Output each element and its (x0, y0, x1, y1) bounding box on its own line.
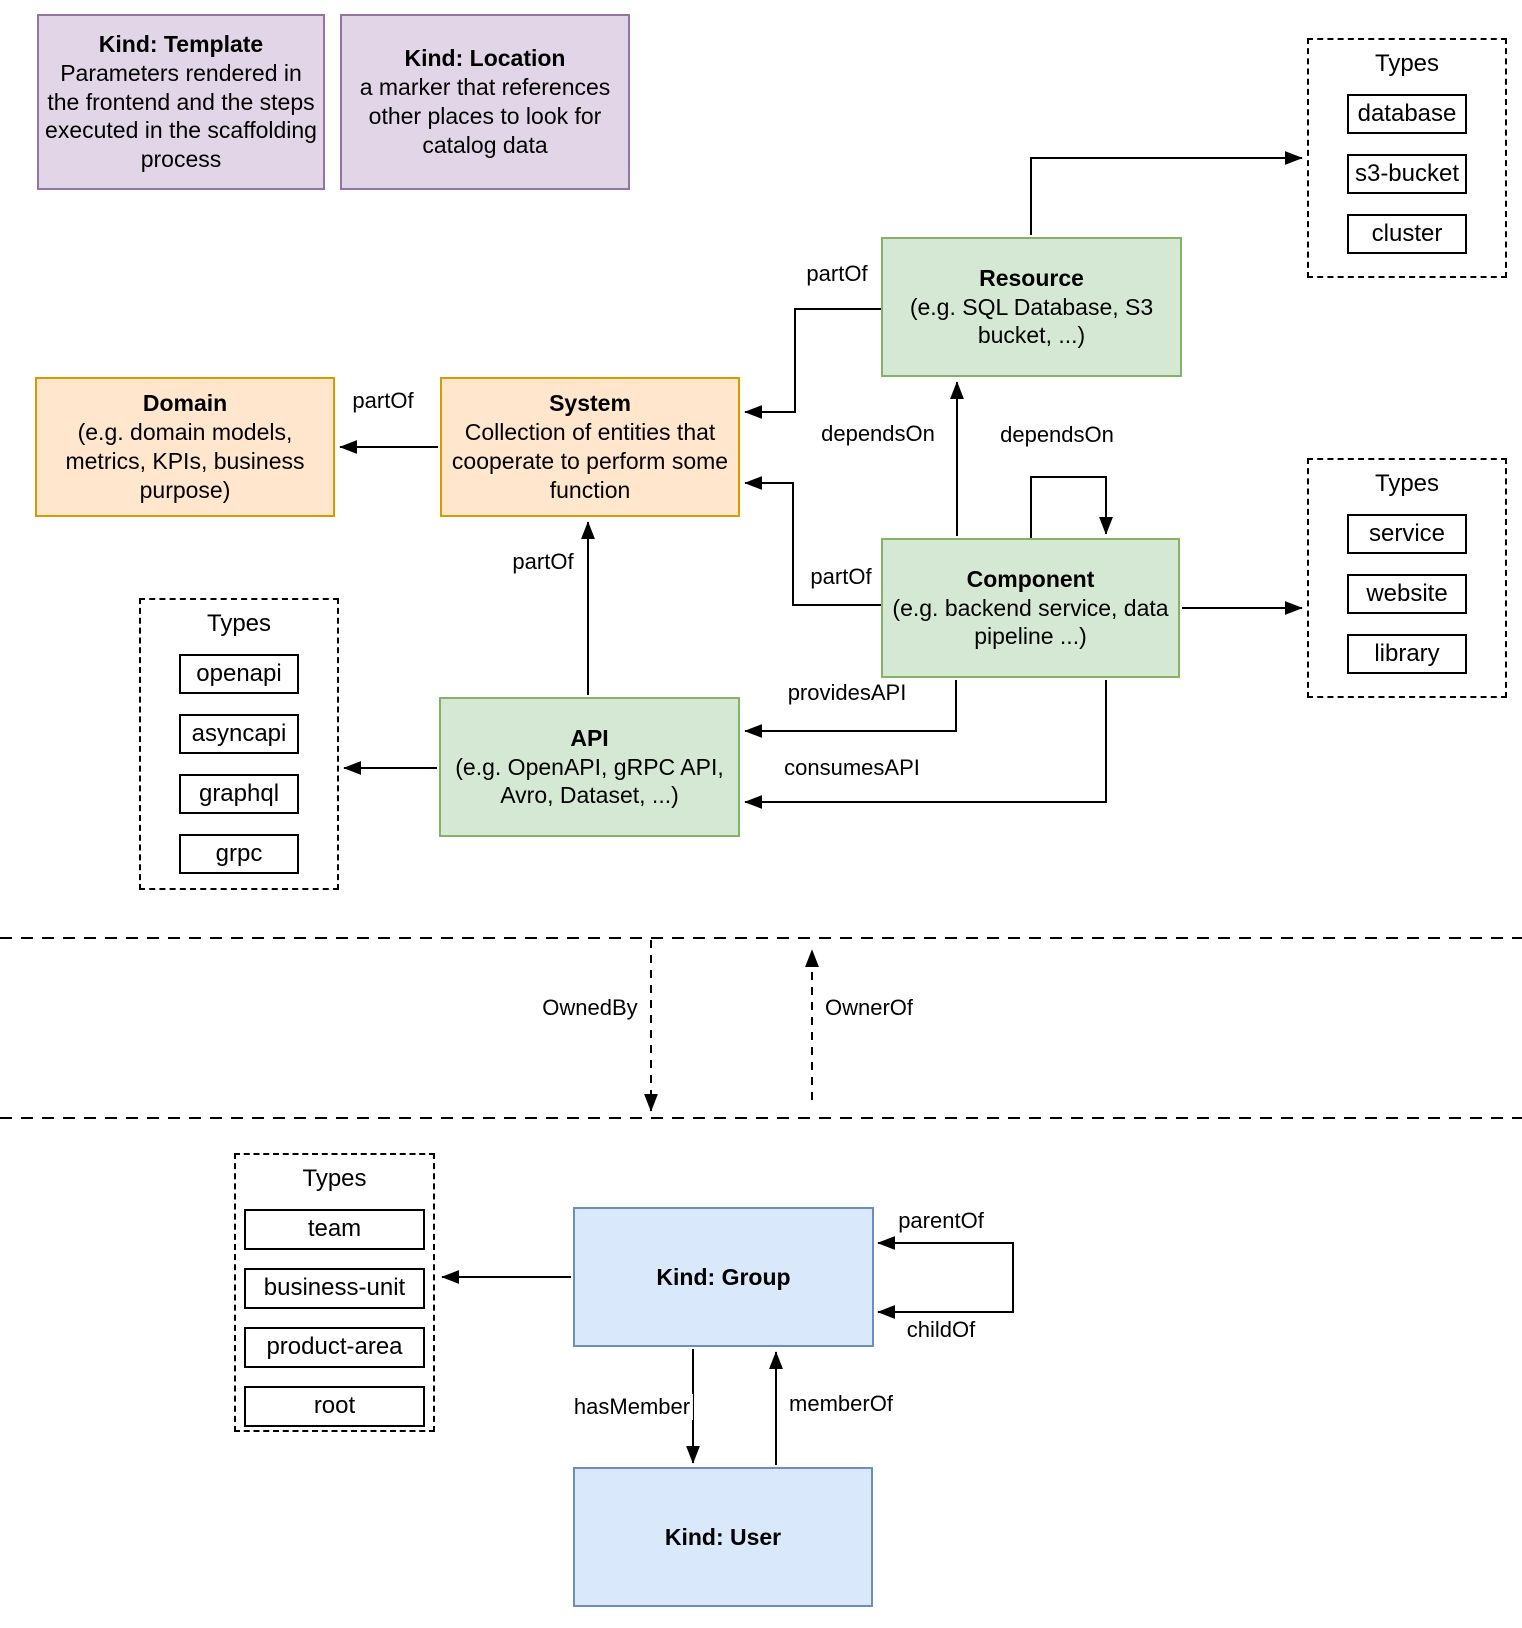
entity-component: Component (e.g. backend service, data pi… (881, 538, 1180, 678)
edge-label-hasmember: hasMember (570, 1394, 694, 1420)
entity-group-title: Kind: Group (656, 1263, 791, 1290)
entity-domain-subtitle: (e.g. domain models, metrics, KPIs, busi… (65, 419, 305, 503)
type-item-business-unit: business-unit (244, 1268, 425, 1309)
types-panel-component-title: Types (1374, 470, 1440, 497)
edge-label-parentof: parentOf (895, 1208, 987, 1234)
entity-system-title: System (549, 390, 631, 417)
edge-parentof-childof (877, 1236, 1014, 1319)
note-kind-template-body: Parameters rendered in the frontend and … (45, 59, 317, 173)
note-kind-location-title: Kind: Location (404, 45, 566, 72)
note-kind-location-body: a marker that references other places to… (359, 74, 611, 158)
edge-label-ownerof: OwnerOf (821, 995, 917, 1021)
type-item-database: database (1347, 94, 1467, 134)
edge-label-partof-resource-system: partOf (803, 261, 871, 287)
note-kind-template-title: Kind: Template (98, 30, 264, 57)
entity-resource: Resource (e.g. SQL Database, S3 bucket, … (881, 237, 1182, 377)
types-panel-group: Types team business-unit product-area ro… (234, 1153, 435, 1432)
edge-dependson-component-self (1030, 476, 1113, 538)
edge-partof-component-system (744, 476, 881, 606)
entity-domain: Domain (e.g. domain models, metrics, KPI… (35, 377, 335, 517)
types-panel-api-title: Types (206, 610, 272, 637)
entity-resource-title: Resource (979, 264, 1084, 291)
edge-label-memberof: memberOf (786, 1391, 896, 1417)
note-kind-template: Kind: Template Parameters rendered in th… (37, 14, 325, 190)
type-item-root: root (244, 1386, 425, 1427)
edge-consumesapi (744, 680, 1107, 809)
type-item-website: website (1347, 574, 1467, 614)
edge-providesapi (744, 680, 957, 738)
entity-resource-subtitle: (e.g. SQL Database, S3 bucket, ...) (909, 293, 1154, 349)
note-kind-location: Kind: Location a marker that references … (340, 14, 630, 190)
types-panel-api: Types openapi asyncapi graphql grpc (139, 598, 339, 890)
entity-system: System Collection of entities that coope… (440, 377, 740, 517)
entity-component-title: Component (966, 565, 1095, 592)
entity-api: API (e.g. OpenAPI, gRPC API, Avro, Datas… (439, 697, 740, 837)
entity-group: Kind: Group (573, 1207, 874, 1347)
types-panel-group-title: Types (302, 1165, 367, 1192)
edge-partof-resource-system (744, 308, 881, 419)
edge-label-providesapi: providesAPI (784, 680, 910, 706)
entity-domain-title: Domain (142, 390, 228, 417)
entity-user-title: Kind: User (664, 1523, 782, 1550)
type-item-openapi: openapi (179, 654, 299, 694)
entity-api-subtitle: (e.g. OpenAPI, gRPC API, Avro, Dataset, … (455, 753, 724, 809)
edge-label-childof: childOf (903, 1317, 979, 1343)
type-item-grpc: grpc (179, 834, 299, 874)
type-item-library: library (1347, 634, 1467, 674)
entity-user: Kind: User (573, 1467, 873, 1607)
edge-label-partof-system-domain: partOf (349, 388, 417, 414)
edge-label-partof-api-system: partOf (509, 549, 577, 575)
edge-label-dependson-self: dependsOn (997, 422, 1117, 448)
types-panel-component: Types service website library (1307, 458, 1507, 698)
edge-label-ownedby: OwnedBy (539, 995, 641, 1021)
types-panel-resource-title: Types (1374, 50, 1440, 77)
edge-label-consumesapi: consumesAPI (781, 755, 923, 781)
type-item-cluster: cluster (1347, 214, 1467, 254)
type-item-graphql: graphql (179, 774, 299, 814)
entity-system-subtitle: Collection of entities that cooperate to… (451, 419, 729, 503)
edge-resource-types (1030, 151, 1303, 235)
type-item-asyncapi: asyncapi (179, 714, 299, 754)
edge-label-partof-component-system: partOf (807, 564, 875, 590)
types-panel-resource: Types database s3-bucket cluster (1307, 38, 1507, 278)
type-item-service: service (1347, 514, 1467, 554)
type-item-team: team (244, 1209, 425, 1250)
entity-api-title: API (570, 724, 609, 751)
entity-component-subtitle: (e.g. backend service, data pipeline ...… (892, 594, 1169, 650)
type-item-product-area: product-area (244, 1327, 425, 1368)
edge-label-dependson-resource: dependsOn (818, 421, 938, 447)
type-item-s3-bucket: s3-bucket (1347, 154, 1467, 194)
